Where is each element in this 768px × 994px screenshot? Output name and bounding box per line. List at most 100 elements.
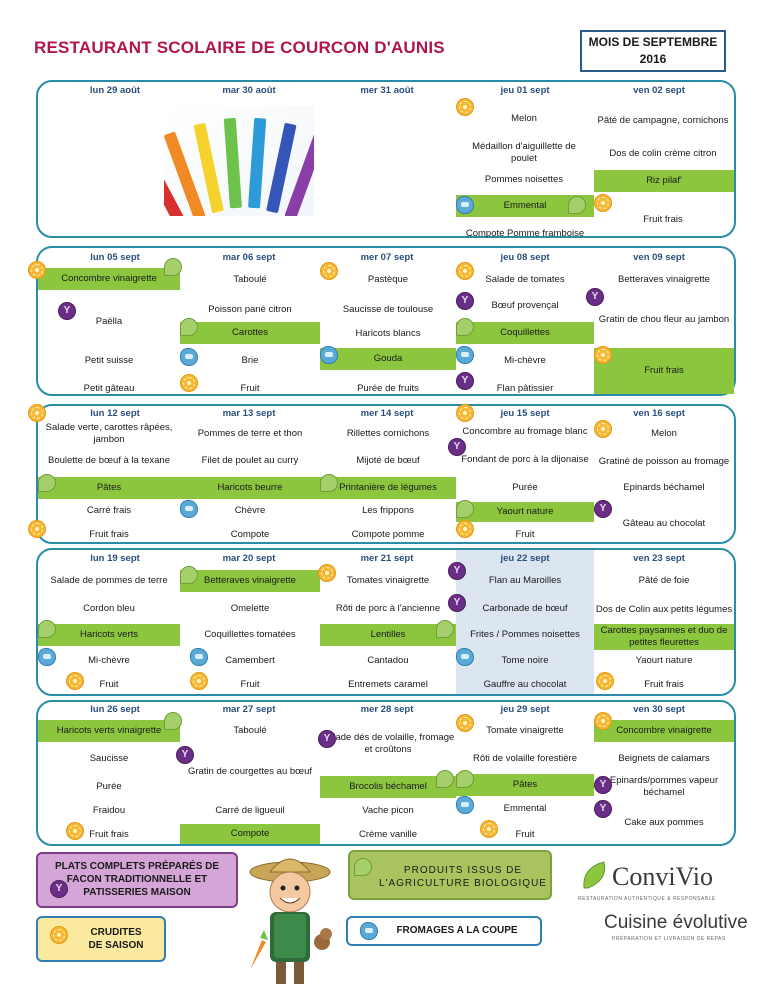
cheese-icon: [360, 922, 378, 940]
week-5-frame: [36, 700, 736, 846]
crudites-icon: [28, 404, 46, 422]
menu-item: Fondant de porc à la dijonaise: [461, 454, 589, 465]
legend-fromages: FROMAGES A LA COUPE: [346, 916, 542, 946]
week-4-frame: [36, 548, 736, 696]
bio-icon: [436, 620, 454, 638]
menu-item: Carré de ligueuil: [215, 805, 285, 816]
month-label: MOIS DE SEPTEMBRE: [588, 35, 718, 49]
bio-icon: [456, 318, 474, 336]
crudites-icon: [50, 926, 68, 944]
bio-icon: [164, 258, 182, 276]
menu-item: Carottes: [180, 322, 320, 344]
menu-item: Coquillettes: [456, 322, 594, 344]
homemade-icon: [50, 880, 68, 898]
bio-icon: [180, 318, 198, 336]
menu-item: Tomate vinaigrette: [486, 725, 564, 736]
menu-item: Boulette de bœuf à la texane: [48, 455, 170, 466]
menu-item: Pâté de foie: [638, 575, 690, 586]
crudites-icon: [596, 672, 614, 690]
brand-name: ConviVio: [612, 862, 714, 891]
menu-item: Flan au Maroilles: [488, 575, 562, 586]
day-header: jeu 29 sept: [500, 704, 550, 715]
menu-item: Taboulé: [233, 274, 267, 285]
bio-icon: [38, 620, 56, 638]
day-header: mer 14 sept: [360, 408, 414, 419]
crudites-icon: [594, 712, 612, 730]
menu-item: Riz pilaf': [594, 170, 734, 192]
crudites-icon: [66, 672, 84, 690]
menu-item: Dos de colin crème citron: [609, 148, 717, 159]
legend-bio: PRODUITS ISSUS DE L'AGRICULTURE BIOLOGIQ…: [348, 850, 552, 900]
menu-item: Fruit frais: [89, 829, 129, 840]
menu-item: Fruit: [515, 529, 535, 540]
day-header: lun 19 sept: [90, 553, 140, 564]
bio-icon: [456, 500, 474, 518]
menu-item: Compote Pomme framboise: [465, 228, 585, 239]
day-header: mar 20 sept: [222, 553, 276, 564]
crudites-icon: [594, 420, 612, 438]
crudites-icon: [594, 194, 612, 212]
legend-text: PRODUITS ISSUS DE: [403, 865, 523, 876]
menu-item: Salade verte, carottes râpées, jambon: [45, 422, 173, 445]
brand-tagline: RESTAURATION AUTHENTIQUE & RESPONSABLE: [578, 896, 716, 902]
cheese-icon: [180, 500, 198, 518]
day-header: mer 31 août: [360, 85, 414, 96]
bio-icon: [320, 474, 338, 492]
menu-item: Mi-chèvre: [88, 655, 130, 666]
menu-item: Petit suisse: [84, 355, 134, 366]
menu-item: Fruit frais: [594, 348, 734, 394]
day-header: mer 21 sept: [360, 553, 414, 564]
menu-item: Carré frais: [86, 505, 132, 516]
menu-item: Rillettes cornichons: [346, 428, 430, 439]
menu-item: Poisson pané citron: [208, 304, 292, 315]
bio-icon: [38, 474, 56, 492]
menu-item: Haricots beurre: [180, 477, 320, 499]
menu-item: Rôti de porc à l'ancienne: [335, 603, 441, 614]
legend-text: FACON TRADITIONNELLE ET: [66, 874, 208, 885]
day-header: jeu 15 sept: [500, 408, 550, 419]
menu-item: Pâtes: [38, 477, 180, 499]
week-3-frame: [36, 404, 736, 544]
homemade-icon: [594, 776, 612, 794]
menu-item: Betteraves vinaigrette: [618, 274, 710, 285]
crudites-icon: [456, 520, 474, 538]
menu-item: Haricots verts: [38, 624, 180, 646]
day-header: mar 06 sept: [222, 252, 276, 263]
menu-item: Bœuf provençal: [491, 300, 559, 311]
cheese-icon: [190, 648, 208, 666]
crudites-icon: [190, 672, 208, 690]
day-header: lun 12 sept: [90, 408, 140, 419]
menu-item: Compote: [180, 824, 320, 844]
convivio-leaf-icon: [583, 861, 606, 889]
menu-item: Fruit: [240, 679, 260, 690]
menu-item: Fruit: [515, 829, 535, 840]
bio-icon: [180, 566, 198, 584]
menu-item: Fraidou: [92, 805, 126, 816]
menu-item: Médaillon d'aiguillette de poulet: [472, 141, 576, 164]
menu-item: Gratin de courgettes au bœuf: [187, 766, 313, 777]
menu-item: Brocolis béchamel: [320, 776, 456, 798]
day-header: jeu 22 sept: [500, 553, 550, 564]
menu-item: Cake aux pommes: [624, 817, 704, 828]
menu-item: Dos de Colin aux petits légumes: [595, 604, 733, 615]
month-box: MOIS DE SEPTEMBRE 2016: [580, 30, 726, 72]
menu-item: Brie: [241, 355, 259, 366]
menu-item: Gauffre au chocolat: [483, 679, 567, 690]
day-header: lun 26 sept: [90, 704, 140, 715]
crudites-icon: [320, 262, 338, 280]
crudites-icon: [594, 346, 612, 364]
legend-text: L'AGRICULTURE BIOLOGIQUE: [379, 878, 547, 889]
menu-item: Pommes noisettes: [484, 174, 564, 185]
cheese-icon: [456, 196, 474, 214]
menu-item: Tome noire: [501, 655, 549, 666]
menu-item: Saucisse de toulouse: [342, 304, 434, 315]
menu-item: Carbonade de bœuf: [482, 603, 568, 614]
menu-item: Fruit frais: [643, 214, 683, 225]
menu-item: Vache picon: [362, 805, 414, 816]
menu-item: Concombre vinaigrette: [38, 268, 180, 290]
menu-item: Yaourt nature: [456, 502, 594, 522]
legend-text: CRUDITES: [90, 927, 142, 938]
menu-item: Pastèque: [367, 274, 409, 285]
day-header: ven 16 sept: [633, 408, 685, 419]
menu-item: Pommes de terre et thon: [197, 428, 303, 439]
